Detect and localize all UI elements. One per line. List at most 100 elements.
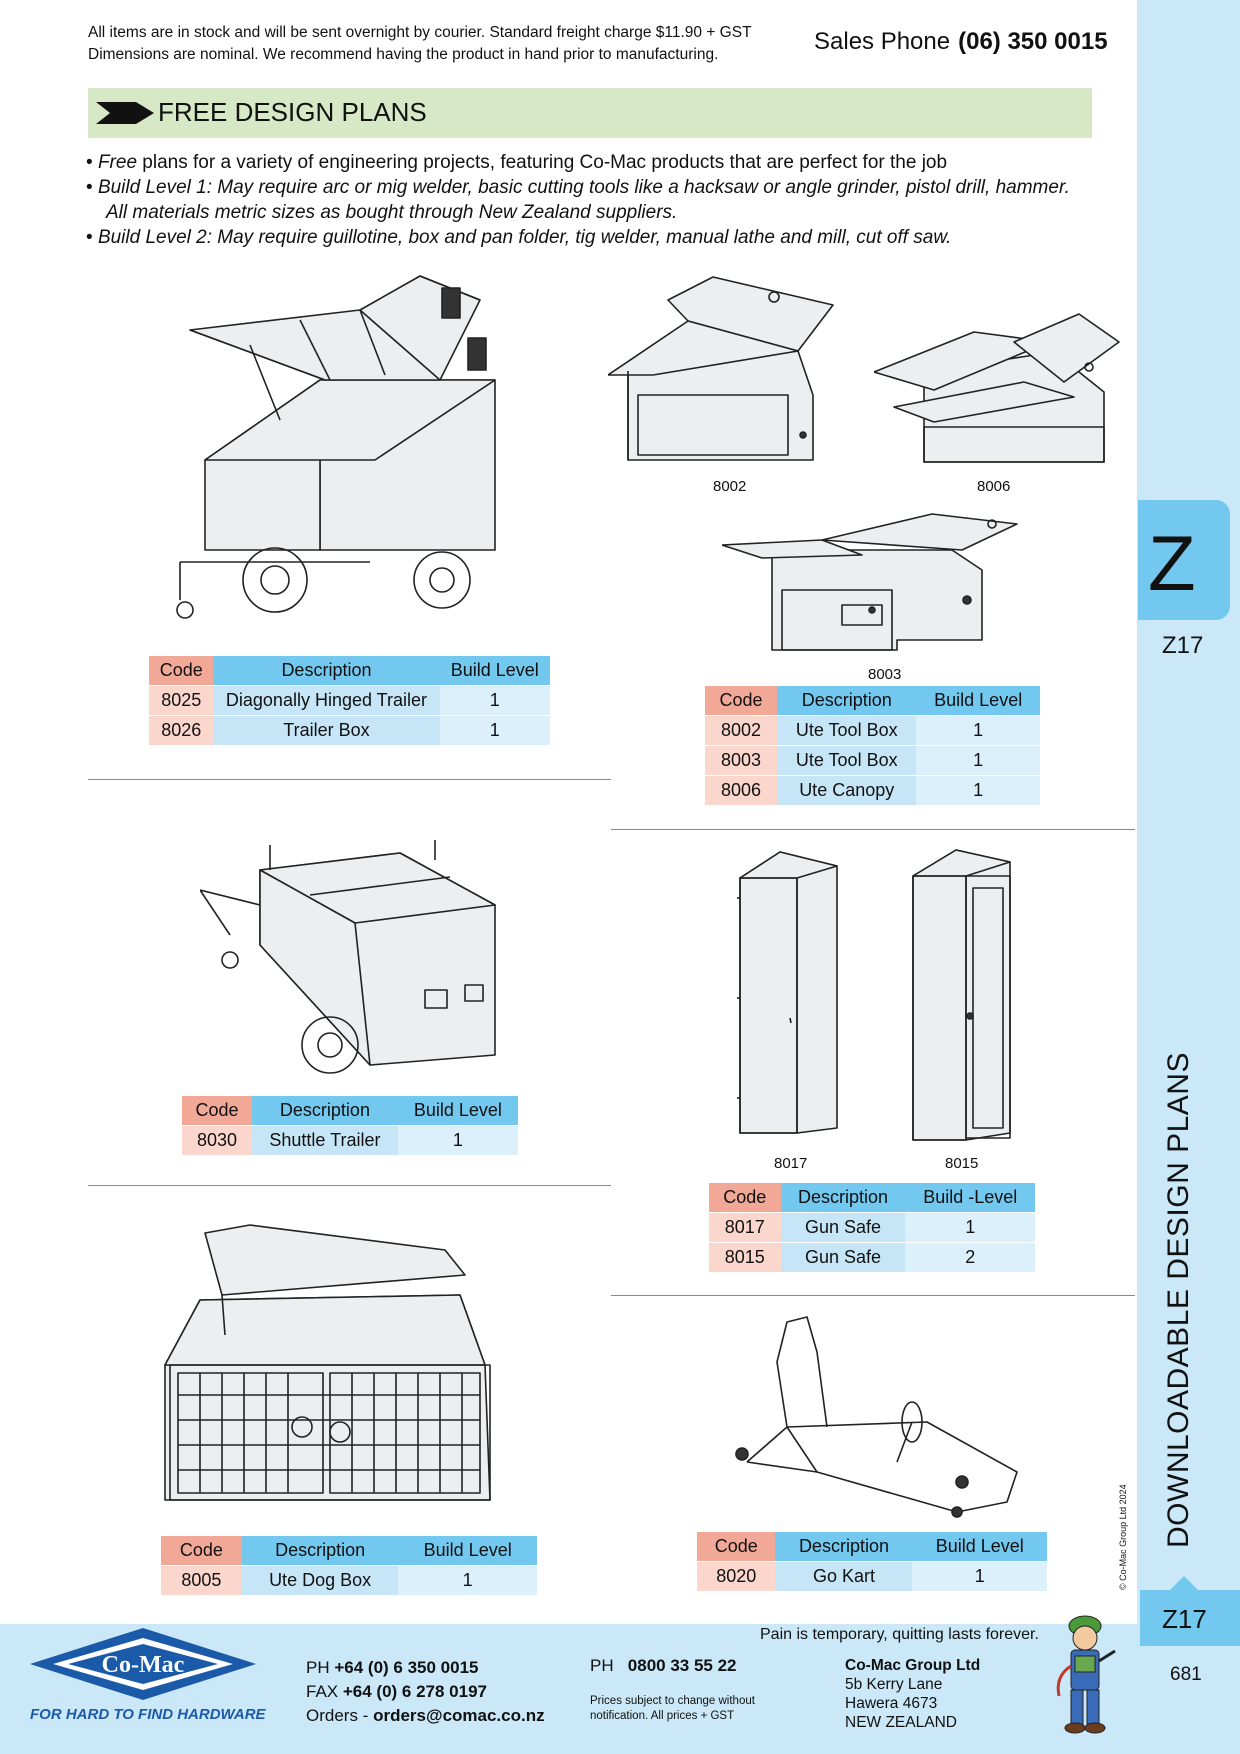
row-description: Ute Dog Box: [241, 1566, 399, 1596]
row-code: 8026: [149, 716, 214, 746]
table-row: 8015 Gun Safe 2: [709, 1243, 1035, 1273]
row-description: Go Kart: [775, 1562, 913, 1592]
ph-number[interactable]: +64 (0) 6 350 0015: [334, 1658, 479, 1677]
price-note-2: notification. All prices + GST: [590, 1710, 735, 1722]
mascot-mechanic: [1056, 1615, 1116, 1734]
bullet-level-2: • Build Level 2: May require guillotine,…: [86, 227, 952, 248]
divider: [611, 829, 1135, 830]
table-row: 8017 Gun Safe 1: [709, 1213, 1035, 1243]
bullet-level-1-text: Build Level 1: May require arc or mig we…: [97, 177, 1070, 198]
row-code: 8025: [149, 686, 214, 716]
row-level: 1: [916, 776, 1040, 806]
bottom-section-tab[interactable]: [1140, 1590, 1240, 1646]
table-row: 8003 Ute Tool Box 1: [705, 746, 1040, 776]
row-description: Gun Safe: [780, 1213, 906, 1243]
bullet-free-text: plans for a variety of engineering proje…: [137, 152, 948, 173]
sales-phone: Sales Phone (06) 350 0015: [814, 28, 1108, 56]
table-gunsafe: Code Description Build -Level 8017 Gun S…: [709, 1183, 1035, 1273]
col-build-level: Build Level: [397, 1096, 518, 1126]
fax-number: +64 (0) 6 278 0197: [342, 1682, 488, 1701]
col-description: Description: [241, 1536, 399, 1566]
col-build-level: Build Level: [916, 686, 1040, 716]
bullet-free-em: Free: [97, 152, 138, 173]
bottom-section-code: Z17: [1162, 1604, 1207, 1634]
table-ute: Code Description Build Level 8002 Ute To…: [705, 686, 1040, 806]
section-banner: FREE DESIGN PLANS: [88, 88, 1092, 138]
row-description: Ute Canopy: [777, 776, 917, 806]
row-code: 8015: [709, 1243, 781, 1273]
col-code: Code: [697, 1532, 776, 1562]
table-trailers: Code Description Build Level 8025 Diagon…: [149, 656, 550, 746]
price-note-1: Prices subject to change without: [590, 1695, 755, 1707]
section-code: Z17: [1162, 632, 1204, 659]
ute-tool-box-8002-illustration: [608, 276, 834, 461]
feature-bullets: • Free plans for a variety of engineerin…: [86, 150, 1086, 250]
row-level: 1: [398, 1566, 537, 1596]
col-code: Code: [149, 656, 214, 686]
tagline: FOR HARD TO FIND HARDWARE: [30, 1706, 266, 1723]
col-description: Description: [775, 1532, 913, 1562]
row-description: Trailer Box: [213, 716, 440, 746]
bullet-level-1-cont: All materials metric sizes as bought thr…: [86, 200, 1086, 225]
row-level: 1: [905, 1213, 1035, 1243]
vertical-title: DOWNLOADABLE DESIGN PLANS: [1162, 1052, 1195, 1548]
col-description: Description: [780, 1183, 906, 1213]
ph2-number[interactable]: 0800 33 55 22: [627, 1656, 737, 1675]
address: Co-Mac Group Ltd 5b Kerry Lane Hawera 46…: [845, 1656, 980, 1732]
notice-line-2: Dimensions are nominal. We recommend hav…: [88, 46, 719, 63]
ph2-label: PH: [590, 1656, 614, 1675]
row-description: Ute Tool Box: [777, 746, 917, 776]
table-gokart: Code Description Build Level 8020 Go Kar…: [697, 1532, 1047, 1592]
arrow-icon: [96, 102, 154, 124]
row-code: 8005: [161, 1566, 242, 1596]
fax-label: FAX: [306, 1682, 339, 1701]
col-code: Code: [705, 686, 778, 716]
table-row: 8030 Shuttle Trailer 1: [182, 1126, 518, 1156]
address-line-2: Hawera 4673: [845, 1695, 938, 1712]
page-number: 681: [1170, 1664, 1202, 1685]
bullet-level-2-text: Build Level 2: May require guillotine, b…: [97, 227, 952, 248]
comac-logo[interactable]: Co-Mac: [28, 1626, 258, 1702]
row-code: 8020: [697, 1562, 776, 1592]
go-kart-illustration: [735, 1316, 1018, 1518]
gun-safe-8017-illustration: [737, 851, 838, 1134]
table-row: 8006 Ute Canopy 1: [705, 776, 1040, 806]
banner-title: FREE DESIGN PLANS: [158, 97, 427, 127]
row-description: Shuttle Trailer: [252, 1126, 398, 1156]
divider: [88, 779, 611, 780]
row-code: 8017: [709, 1213, 781, 1243]
copyright: © Co-Mac Group Ltd 2024: [1118, 1484, 1128, 1590]
sales-label: Sales Phone: [814, 28, 951, 55]
shuttle-trailer-illustration: [200, 840, 496, 1074]
caption-8002: 8002: [713, 478, 747, 495]
row-level: 1: [916, 716, 1040, 746]
row-code: 8003: [705, 746, 778, 776]
divider: [611, 1295, 1135, 1296]
col-description: Description: [213, 656, 440, 686]
gun-safe-8015-illustration: [912, 849, 1011, 1141]
orders-email[interactable]: orders@comac.co.nz: [373, 1706, 545, 1725]
row-level: 1: [439, 716, 550, 746]
sales-number[interactable]: (06) 350 0015: [958, 28, 1108, 55]
table-row: 8005 Ute Dog Box 1: [161, 1566, 537, 1596]
section-letter: Z: [1148, 519, 1196, 607]
col-build-level: Build Level: [439, 656, 550, 686]
col-build-level: Build Level: [398, 1536, 537, 1566]
company-name: Co-Mac Group Ltd: [845, 1657, 981, 1674]
orders-label: Orders -: [306, 1706, 369, 1725]
col-build-level: Build Level: [912, 1532, 1047, 1562]
divider: [88, 1185, 611, 1186]
address-line-3: NEW ZEALAND: [845, 1714, 957, 1731]
ph-label: PH: [306, 1658, 330, 1677]
col-description: Description: [777, 686, 917, 716]
table-row: 8020 Go Kart 1: [697, 1562, 1047, 1592]
table-dogbox: Code Description Build Level 8005 Ute Do…: [161, 1536, 537, 1596]
bullet-level-1: • Build Level 1: May require arc or mig …: [86, 177, 1070, 198]
ute-tool-box-8003-illustration: [722, 513, 1018, 651]
row-description: Ute Tool Box: [777, 716, 917, 746]
row-level: 2: [905, 1243, 1035, 1273]
section-tab[interactable]: [1138, 500, 1230, 620]
quote: Pain is temporary, quitting lasts foreve…: [760, 1626, 1039, 1643]
row-level: 1: [912, 1562, 1047, 1592]
row-code: 8002: [705, 716, 778, 746]
